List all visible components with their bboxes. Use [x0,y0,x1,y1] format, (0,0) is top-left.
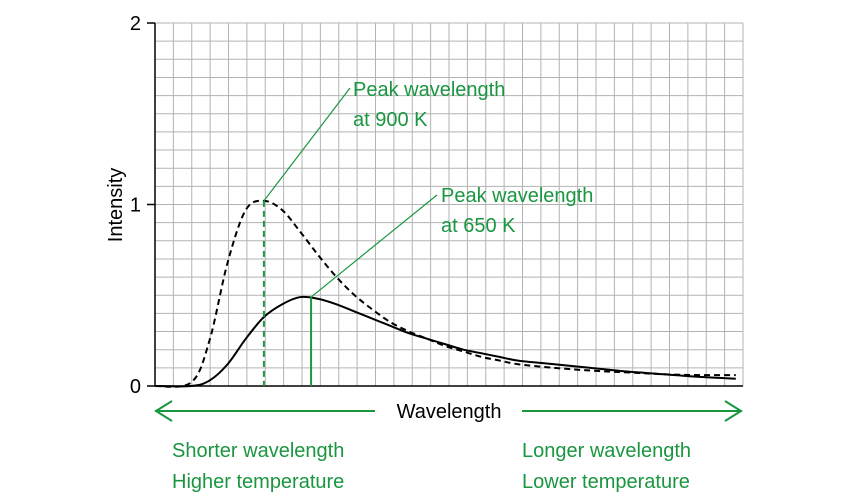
peak-markers: Peak wavelength at 900 K Peak wavelength at… [262,79,593,386]
peak-label-line2: at 900 K [353,109,428,131]
peak-leader-line [310,194,438,298]
x-axis-label: Wavelength [397,401,502,423]
curve-650k [154,295,736,388]
longer-wavelength-label: Longer wavelength [522,440,691,462]
y-tick-labels: 0 1 2 [130,13,155,398]
y-axis-label: Intensity [105,168,127,242]
peak-leader-line [263,87,351,202]
arrow-right-head [724,400,743,422]
y-tick-label: 0 [130,376,141,398]
y-tick-label: 2 [130,13,141,35]
curves [154,199,736,388]
higher-temperature-label: Higher temperature [172,471,344,493]
peak-label-line1: Peak wavelength [441,185,593,207]
shorter-wavelength-label: Shorter wavelength [172,440,344,462]
wavelength-arrow: Wavelength [154,400,743,423]
y-tick-label: 1 [130,195,141,217]
lower-temperature-label: Lower temperature [522,471,690,493]
grid-lines [155,22,744,386]
curve-900k [154,199,736,388]
arrow-left-head [154,400,173,422]
peak-label-line2: at 650 K [441,215,516,237]
peak-label-line1: Peak wavelength [353,79,505,101]
